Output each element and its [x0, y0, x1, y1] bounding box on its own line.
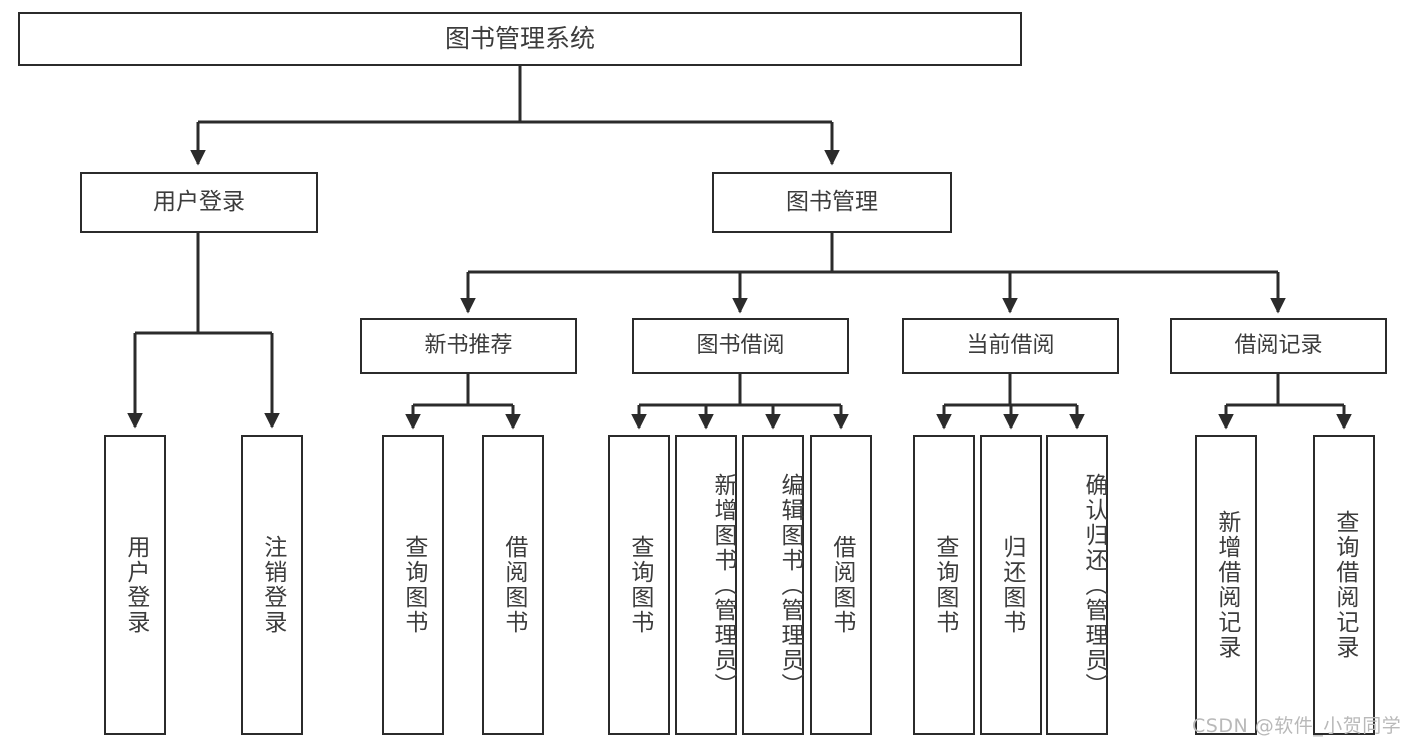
- node-new-book-recommend[interactable]: 新书推荐: [360, 318, 577, 374]
- leaf-book-borrow-edit-admin[interactable]: 编辑图书（管理员）: [742, 435, 804, 735]
- leaf-user-login-signout[interactable]: 注销登录: [241, 435, 303, 735]
- leaf-current-borrow-query[interactable]: 查询图书: [913, 435, 975, 735]
- leaf-current-borrow-confirm-admin[interactable]: 确认归还（管理员）: [1046, 435, 1108, 735]
- csdn-watermark: CSDN @软件_小贺同学: [1192, 715, 1402, 737]
- node-book-borrow[interactable]: 图书借阅: [632, 318, 849, 374]
- leaf-borrow-record-query[interactable]: 查询借阅记录: [1313, 435, 1375, 735]
- leaf-book-borrow-borrow[interactable]: 借阅图书: [810, 435, 872, 735]
- node-current-borrow[interactable]: 当前借阅: [902, 318, 1119, 374]
- node-root-system[interactable]: 图书管理系统: [18, 12, 1022, 66]
- leaf-book-borrow-add-admin[interactable]: 新增图书（管理员）: [675, 435, 737, 735]
- leaf-current-borrow-return[interactable]: 归还图书: [980, 435, 1042, 735]
- leaf-new-book-query[interactable]: 查询图书: [382, 435, 444, 735]
- leaf-borrow-record-add[interactable]: 新增借阅记录: [1195, 435, 1257, 735]
- node-borrow-record[interactable]: 借阅记录: [1170, 318, 1387, 374]
- leaf-new-book-borrow[interactable]: 借阅图书: [482, 435, 544, 735]
- leaf-user-login-signin[interactable]: 用户登录: [104, 435, 166, 735]
- node-book-management[interactable]: 图书管理: [712, 172, 952, 233]
- node-user-login[interactable]: 用户登录: [80, 172, 318, 233]
- leaf-book-borrow-query[interactable]: 查询图书: [608, 435, 670, 735]
